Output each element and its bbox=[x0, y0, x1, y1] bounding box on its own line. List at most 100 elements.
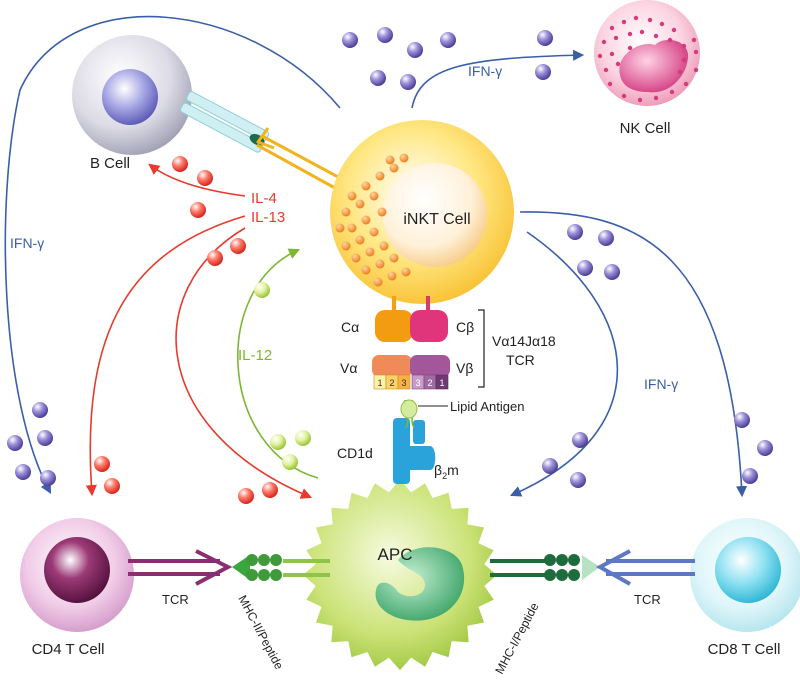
mhc1-peptide-beads bbox=[544, 554, 580, 581]
mhc2-arrowhead bbox=[232, 555, 250, 580]
ifn-arrow-to-cd8 bbox=[519, 211, 748, 498]
il4-il13-dot bbox=[262, 482, 278, 498]
ifn-gamma-dot bbox=[377, 27, 393, 43]
nk-granule bbox=[659, 21, 665, 27]
ifn-gamma-dot bbox=[604, 264, 620, 280]
nk-granules bbox=[597, 15, 699, 103]
nk-granule bbox=[609, 25, 615, 31]
labels: B Cell NK Cell iNKT Cell CD4 T Cell CD8 … bbox=[10, 63, 780, 676]
inkt-granule bbox=[373, 277, 383, 287]
ifn-gamma-dot bbox=[40, 470, 56, 486]
il4-il13-dot bbox=[197, 170, 213, 186]
inkt-granule bbox=[341, 241, 351, 251]
il4-il13-dot bbox=[104, 478, 120, 494]
ifn-gamma-dot bbox=[535, 64, 551, 80]
inkt-granule bbox=[361, 215, 371, 225]
inkt-granule bbox=[365, 247, 375, 257]
mhc1-arrowhead bbox=[582, 555, 600, 580]
cd4-apc-connection bbox=[128, 549, 330, 586]
ifn-gamma-dot bbox=[734, 412, 750, 428]
c-beta-domain bbox=[410, 310, 448, 342]
ifn-gamma-dot bbox=[567, 224, 583, 240]
segment-alpha-1: 1 bbox=[377, 378, 382, 388]
cd1d-label: CD1d bbox=[337, 445, 373, 461]
mhc1-label: MHC-I/Peptide bbox=[492, 600, 541, 676]
nk-granule bbox=[653, 95, 659, 101]
il12-dot bbox=[295, 430, 311, 446]
cd4-t-cell-nucleus bbox=[44, 537, 110, 603]
ifn-arrow-to-apc bbox=[509, 231, 619, 497]
il4-il13-dot bbox=[190, 202, 206, 218]
ifn-arrow-to-cd4 bbox=[4, 15, 341, 494]
inkt-granule bbox=[377, 207, 387, 217]
ifn-gamma-dot bbox=[570, 472, 586, 488]
inkt-granule bbox=[389, 163, 399, 173]
nk-granule bbox=[597, 53, 603, 59]
nk-granule bbox=[633, 15, 639, 21]
nk-granule bbox=[637, 97, 643, 103]
segment-beta-1: 1 bbox=[439, 378, 444, 388]
b-inkt-interaction bbox=[256, 127, 341, 190]
v-alpha-domain bbox=[372, 355, 412, 377]
inkt-granule bbox=[355, 235, 365, 245]
nk-cell-nucleus bbox=[619, 39, 689, 93]
nk-granule bbox=[609, 51, 615, 57]
inkt-granule bbox=[387, 271, 397, 281]
tcr-complex: 1 2 3 3 2 1 Cα Cβ Vα Vβ Vα14Jα18 TCR bbox=[340, 296, 556, 390]
mhc2-peptide-beads bbox=[246, 554, 282, 581]
ifn-label-left: IFN-γ bbox=[10, 235, 44, 251]
cd8-apc-connection bbox=[490, 549, 695, 586]
nk-granule bbox=[683, 81, 689, 87]
nk-granule bbox=[627, 45, 633, 51]
ifn-gamma-dot bbox=[577, 260, 593, 276]
lipid-antigen-label: Lipid Antigen bbox=[450, 399, 524, 414]
cd4-t-cell bbox=[20, 518, 134, 632]
ifn-gamma-dot bbox=[400, 74, 416, 90]
cd8-t-cell-nucleus bbox=[715, 537, 781, 603]
nk-granule bbox=[653, 33, 659, 39]
il4-il13-dot bbox=[172, 156, 188, 172]
apc: APC bbox=[303, 479, 497, 671]
nk-granule bbox=[667, 37, 673, 43]
ifn-gamma-dot bbox=[37, 430, 53, 446]
nk-cell bbox=[594, 0, 700, 106]
inkt-granule bbox=[361, 181, 371, 191]
nk-granule bbox=[681, 57, 687, 63]
ifn-gamma-dot bbox=[15, 464, 31, 480]
ifn-gamma-dot bbox=[370, 70, 386, 86]
b-cell-receptor bbox=[180, 91, 270, 153]
c-alpha-domain bbox=[375, 310, 413, 342]
segment-alpha-3: 3 bbox=[401, 378, 406, 388]
inkt-granule bbox=[389, 253, 399, 263]
ifn-gamma-dot bbox=[7, 435, 23, 451]
ifn-gamma-dot bbox=[32, 402, 48, 418]
inkt-granule bbox=[335, 223, 345, 233]
b2m-label: β2m bbox=[434, 462, 459, 481]
tcr-bracket bbox=[478, 309, 485, 388]
ifn-gamma-dot bbox=[572, 432, 588, 448]
b-cell-nucleus bbox=[102, 69, 158, 125]
cytokine-dots bbox=[7, 27, 773, 504]
nk-granule bbox=[607, 81, 613, 87]
nk-granule bbox=[693, 49, 699, 55]
segment-beta-3: 3 bbox=[415, 378, 420, 388]
il4-il13-dot bbox=[94, 456, 110, 472]
tcr-label-left: TCR bbox=[162, 592, 189, 607]
nk-granule bbox=[621, 19, 627, 25]
inkt-granule bbox=[341, 207, 351, 217]
nk-granule bbox=[647, 17, 653, 23]
ifn-arrow-to-nk bbox=[411, 49, 585, 109]
v-beta-label: Vβ bbox=[456, 360, 473, 376]
inkt-granule bbox=[369, 227, 379, 237]
b-cell-label: B Cell bbox=[90, 155, 130, 172]
ifn-gamma-dot bbox=[598, 230, 614, 246]
apc-body bbox=[303, 479, 497, 671]
nk-granule bbox=[677, 69, 683, 75]
cd4-t-cell-label: CD4 T Cell bbox=[32, 641, 105, 658]
nk-granule bbox=[627, 31, 633, 37]
inkt-granule bbox=[361, 265, 371, 275]
inkt-cell bbox=[330, 120, 514, 304]
ifn-gamma-dot bbox=[537, 30, 553, 46]
inkt-granule bbox=[351, 253, 361, 263]
